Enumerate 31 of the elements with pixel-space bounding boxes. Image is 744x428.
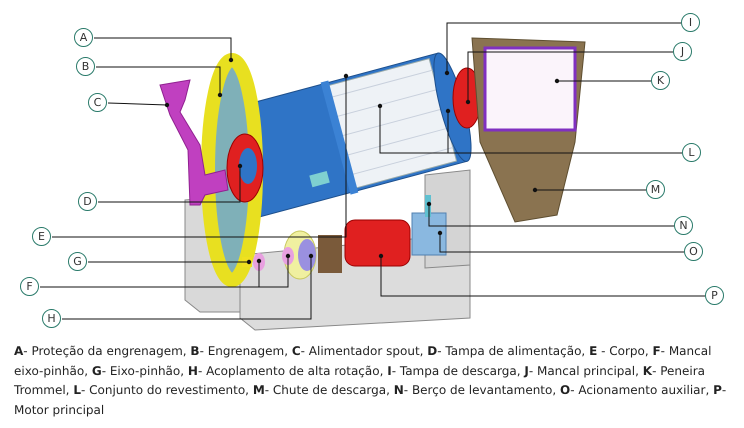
callout-letter: G bbox=[68, 252, 87, 271]
leader-line bbox=[52, 74, 348, 238]
leader-line bbox=[438, 230, 684, 252]
leader-line bbox=[532, 188, 646, 192]
leader-line bbox=[466, 52, 674, 104]
callout-letter: N bbox=[674, 216, 693, 235]
leader-line bbox=[98, 164, 242, 202]
callout-letter: P bbox=[705, 286, 724, 305]
callout-letter: M bbox=[646, 180, 665, 199]
leader-line bbox=[554, 78, 652, 84]
leader-line bbox=[96, 66, 222, 98]
callout-letter: H bbox=[42, 309, 61, 328]
callout-letter: C bbox=[88, 93, 107, 112]
callout-letter: F bbox=[20, 277, 39, 296]
callout-letter: J bbox=[673, 42, 692, 61]
callout-letter: L bbox=[682, 143, 701, 162]
leader-line bbox=[444, 22, 682, 76]
callout-letter: A bbox=[74, 28, 93, 47]
leader-line bbox=[378, 254, 706, 296]
leader-line bbox=[108, 102, 170, 108]
callout-letter: I bbox=[681, 13, 700, 32]
callout-letter: E bbox=[32, 227, 51, 246]
callout-letter: B bbox=[76, 57, 95, 76]
legend-caption: A- Proteção da engrenagem, B- Engrenagem, C- Alimentador spout, D- Tampa de alimentação, E - Corpo, F- Mancal eixo-pinhão, G- Eixo-pinhão, H- Acoplamento de alta rotação, I- Tampa de descarga, J- Mancal principal, K- Peneira Trommel, L- Conjunto do revestimento, M- Chute de descarga, N- Berço de levantamento, O- Acionamento auxiliar, P- Motor principal bbox=[14, 343, 728, 418]
leader-line bbox=[88, 260, 252, 264]
callout-letter: O bbox=[684, 242, 703, 261]
leader-line bbox=[62, 254, 314, 320]
leader-line bbox=[94, 38, 234, 62]
callout-letter: D bbox=[78, 192, 97, 211]
leader-line bbox=[426, 202, 674, 226]
callout-letter: K bbox=[651, 71, 670, 90]
